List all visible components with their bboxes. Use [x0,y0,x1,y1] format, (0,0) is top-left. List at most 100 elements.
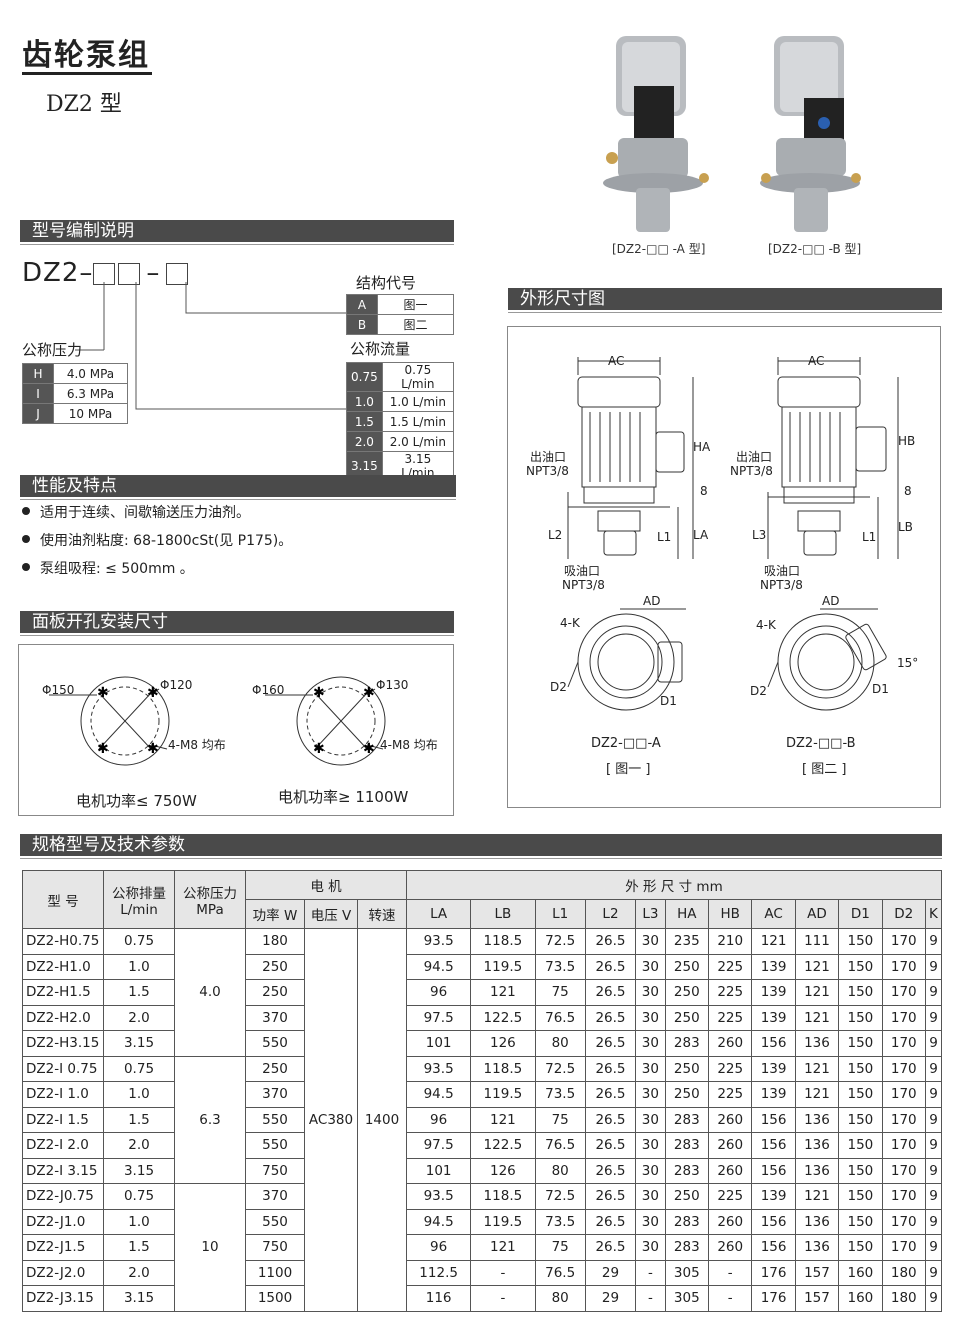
cell-dim: 126 [470,1157,536,1184]
cell-dim: 156 [751,1208,796,1235]
svg-text:✱: ✱ [147,685,159,701]
dim-l3: L3 [752,528,767,542]
cell-flow: 2.0 [103,1259,175,1286]
cell-dim: 96 [405,1106,472,1133]
cell-dim: 93.5 [405,1055,472,1082]
feature-list: 适用于连续、间歇输送压力油剂。 使用油剂粘度: 68-1800cSt(见 P17… [22,502,292,586]
cell-dim: 156 [751,1157,796,1184]
code-key: 1.5 [346,411,383,432]
cell-dim: 97.5 [405,1004,472,1031]
col-dims: 外 形 尺 寸 mm [406,870,942,900]
cell-dim: 170 [881,1055,926,1082]
cell-dim: 9 [924,1132,943,1159]
col-dim: L1 [534,899,586,929]
dim-l1-a: L1 [657,530,672,544]
cell-dim: 170 [881,1208,926,1235]
cell-model: DZ2-H1.5 [22,979,104,1006]
cell-dim: 170 [881,953,926,980]
cell-model: DZ2-J0.75 [22,1183,104,1210]
code-value: 图一 [377,294,454,315]
outline-drawing [567,357,899,711]
structure-label: 结构代号 [356,274,417,292]
cell-dim: 97.5 [405,1132,472,1159]
cell-dim: 150 [838,953,883,980]
fig-name-a: DZ2-□□-A [591,736,661,751]
cell-dim: 26.5 [584,1208,637,1235]
cell-dim: 9 [924,953,943,980]
cell-flow: 3.15 [103,1030,175,1057]
code-key: H [22,363,54,384]
photo-caption-a: [DZ2-□□ -A 型] [612,242,706,256]
cell-power: 550 [245,1030,305,1057]
svg-text:✱: ✱ [147,741,159,757]
cell-dim: 225 [708,1183,753,1210]
cell-dim: 72.5 [534,928,586,955]
cell-dim: 93.5 [405,1183,472,1210]
cell-flow: 1.0 [103,1081,175,1108]
cell-model: DZ2-J3.15 [22,1285,104,1312]
col-dim: LA [405,899,472,929]
outlet-port-a: 出油口 [530,450,567,464]
inlet-npt-b: NPT3/8 [760,578,803,592]
cell-dim: 170 [881,1183,926,1210]
cell-dim: 73.5 [534,953,586,980]
cell-dim: 101 [405,1157,472,1184]
cell-flow: 2.0 [103,1132,175,1159]
cell-power: 180 [245,928,305,955]
cell-model: DZ2-H0.75 [22,928,104,955]
outlet-npt-b: NPT3/8 [730,464,773,478]
cell-dim: 29 [584,1285,637,1312]
cell-dim: 94.5 [405,953,472,980]
pump-side-view-b [767,357,899,559]
col-voltage: 电压 V [304,899,358,929]
cell-dim: 121 [794,979,840,1006]
cell-dim: 170 [881,1132,926,1159]
dim-d2-a: D2 [550,680,567,694]
cell-dim: 26.5 [584,953,637,980]
cell-dim: 26.5 [584,1004,637,1031]
cell-flow: 0.75 [103,1055,175,1082]
cell-dim: 283 [664,1106,710,1133]
cell-dim: 170 [881,1157,926,1184]
cell-dim: 111 [794,928,840,955]
cell-dim: 30 [635,1157,666,1184]
cell-dim: 75 [534,1106,586,1133]
cell-dim: 9 [924,1055,943,1082]
cell-pressure: 4.0 [174,928,246,1057]
svg-text:✱: ✱ [313,685,325,701]
cell-dim: 29 [584,1259,637,1286]
cell-pressure: 6.3 [174,1055,246,1184]
cell-power: 1100 [245,1259,305,1286]
cell-dim: 118.5 [470,1183,536,1210]
pump-top-view-a [567,608,686,711]
cell-dim: 176 [751,1259,796,1286]
pump-top-view-b [767,608,887,711]
cell-dim: - [635,1259,666,1286]
cell-flow: 3.15 [103,1285,175,1312]
cell-dim: 80 [534,1157,586,1184]
cell-dim: 121 [794,1183,840,1210]
cell-dim: 139 [751,1055,796,1082]
code-key: I [22,383,54,404]
cell-power: 370 [245,1004,305,1031]
section-header-outline: 外形尺寸图 [508,288,942,313]
cell-model: DZ2-I 1.5 [22,1106,104,1133]
dim-d1-b: D1 [872,682,889,696]
cell-dim: 30 [635,953,666,980]
flow-label: 公称流量 [350,340,411,358]
section-header-panel: 面板开孔安装尺寸 [20,611,454,636]
dim-8-b: 8 [904,484,912,498]
cell-dim: 157 [794,1259,840,1286]
code-dash: – [146,258,161,288]
cell-dim: 283 [664,1030,710,1057]
product-photo-a [603,36,709,232]
